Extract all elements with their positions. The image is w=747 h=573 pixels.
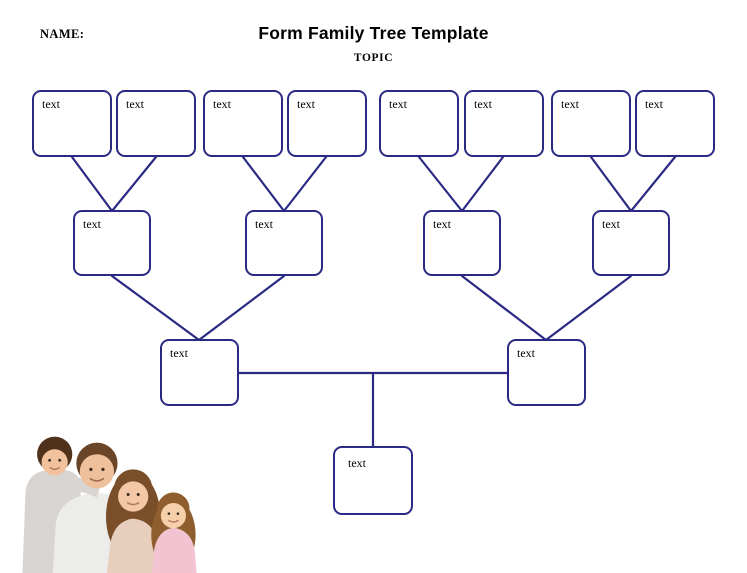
connector-gp1-parent-left	[110, 274, 201, 342]
girl-eye	[167, 512, 171, 515]
node-grandparent-3[interactable]: text	[423, 210, 501, 276]
connector-gg8-gp4	[629, 155, 677, 213]
node-label: text	[389, 97, 407, 111]
connector-gg4-gp2	[282, 155, 328, 213]
node-grandparent-4[interactable]: text	[592, 210, 670, 276]
node-label: text	[561, 97, 579, 111]
dad-smile	[89, 477, 105, 482]
connector-gg7-gp4	[589, 155, 633, 213]
node-great-grandparent-6[interactable]: text	[464, 90, 544, 157]
node-label: text	[255, 217, 273, 231]
node-label: text	[517, 346, 535, 360]
boy-eye	[58, 458, 62, 462]
node-label: text	[474, 97, 492, 111]
girl-face	[160, 503, 186, 529]
mom-eye	[136, 492, 140, 497]
connector-gg3-gp2	[241, 155, 286, 213]
node-label: text	[42, 97, 60, 111]
node-label: text	[602, 217, 620, 231]
node-label: text	[170, 346, 188, 360]
node-child[interactable]: text	[333, 446, 413, 515]
name-label: NAME:	[40, 27, 85, 41]
node-parent-left[interactable]: text	[160, 339, 239, 406]
topic-label: TOPIC	[353, 52, 394, 64]
connector-gp2-parent-left	[197, 274, 286, 342]
connector-gg2-gp1	[110, 155, 158, 213]
node-great-grandparent-3[interactable]: text	[203, 90, 283, 157]
node-great-grandparent-8[interactable]: text	[635, 90, 715, 157]
node-label: text	[213, 97, 231, 111]
girl-eye	[176, 512, 180, 515]
node-label: text	[433, 217, 451, 231]
node-parent-right[interactable]: text	[507, 339, 586, 406]
mom-smile	[126, 501, 140, 506]
mom-face	[118, 481, 149, 512]
page-title: Form Family Tree Template	[258, 23, 489, 43]
dad-eye	[89, 467, 93, 471]
girl-body	[152, 527, 197, 573]
node-great-grandparent-1[interactable]: text	[32, 90, 112, 157]
node-great-grandparent-7[interactable]: text	[551, 90, 631, 157]
node-label: text	[645, 97, 663, 111]
node-label: text	[297, 97, 315, 111]
dad-eye	[101, 467, 105, 471]
mom-eye	[126, 492, 130, 497]
node-label: text	[348, 456, 366, 470]
node-label: text	[83, 217, 101, 231]
girl-smile	[168, 519, 179, 523]
family-photo	[22, 436, 197, 573]
connector-gp3-parent-right	[460, 274, 548, 342]
node-label: text	[126, 97, 144, 111]
connector-gg1-gp1	[70, 155, 114, 213]
connector-gp4-parent-right	[544, 274, 633, 342]
boy-smile	[49, 466, 61, 471]
boy-face	[41, 449, 68, 476]
node-grandparent-2[interactable]: text	[245, 210, 323, 276]
mom-body	[107, 518, 161, 573]
connector-gg6-gp3	[460, 155, 505, 213]
boy-eye	[48, 458, 52, 462]
node-grandparent-1[interactable]: text	[73, 210, 151, 276]
node-great-grandparent-4[interactable]: text	[287, 90, 367, 157]
dad-face	[79, 454, 115, 489]
node-great-grandparent-5[interactable]: text	[379, 90, 459, 157]
node-great-grandparent-2[interactable]: text	[116, 90, 196, 157]
connector-gg5-gp3	[417, 155, 464, 213]
